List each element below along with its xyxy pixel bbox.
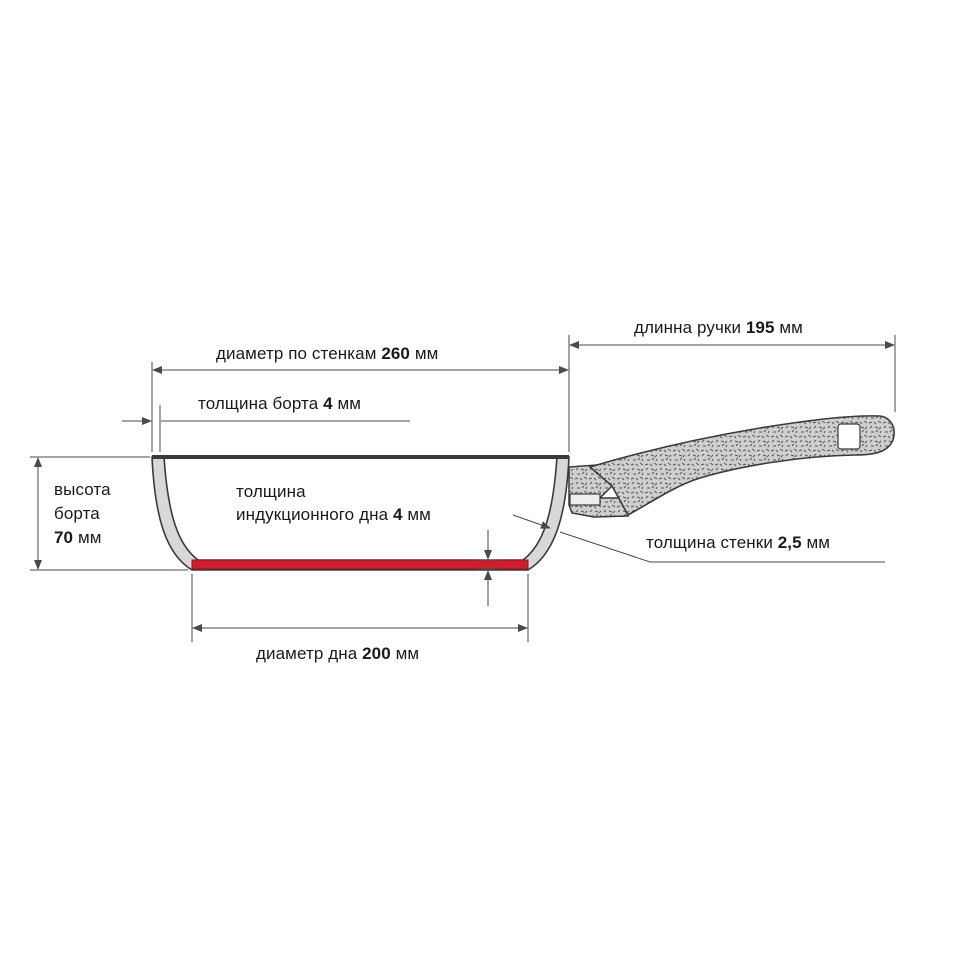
label-handle-length: длинна ручки 195 мм [634, 318, 803, 337]
dim-base-diameter [191, 574, 529, 642]
dim-rim-height [30, 456, 188, 571]
handle-rivet [569, 493, 601, 506]
label-induction-base: толщина индукционного дна 4 мм [236, 482, 431, 524]
induction-base-layer [191, 559, 529, 570]
dim-induction-base [478, 530, 498, 606]
dim-handle-length [568, 335, 896, 412]
handle-hang-hole [837, 423, 861, 450]
pan-body [151, 455, 570, 571]
dim-rim-thickness [122, 405, 410, 452]
label-rim-height: высота борта 70 мм [54, 480, 111, 547]
dim-wall-thickness [512, 514, 885, 563]
handle-grip [588, 415, 895, 517]
label-wall-thickness: толщина стенки 2,5 мм [646, 533, 831, 552]
pan-rim [152, 455, 569, 459]
dim-wall-diameter [151, 362, 570, 452]
label-wall-diameter: диаметр по стенкам 260 мм [216, 344, 439, 363]
label-base-diameter: диаметр дна 200 мм [256, 644, 420, 663]
pan-handle [568, 415, 895, 518]
label-rim-thickness: толщина борта 4 мм [198, 394, 362, 413]
